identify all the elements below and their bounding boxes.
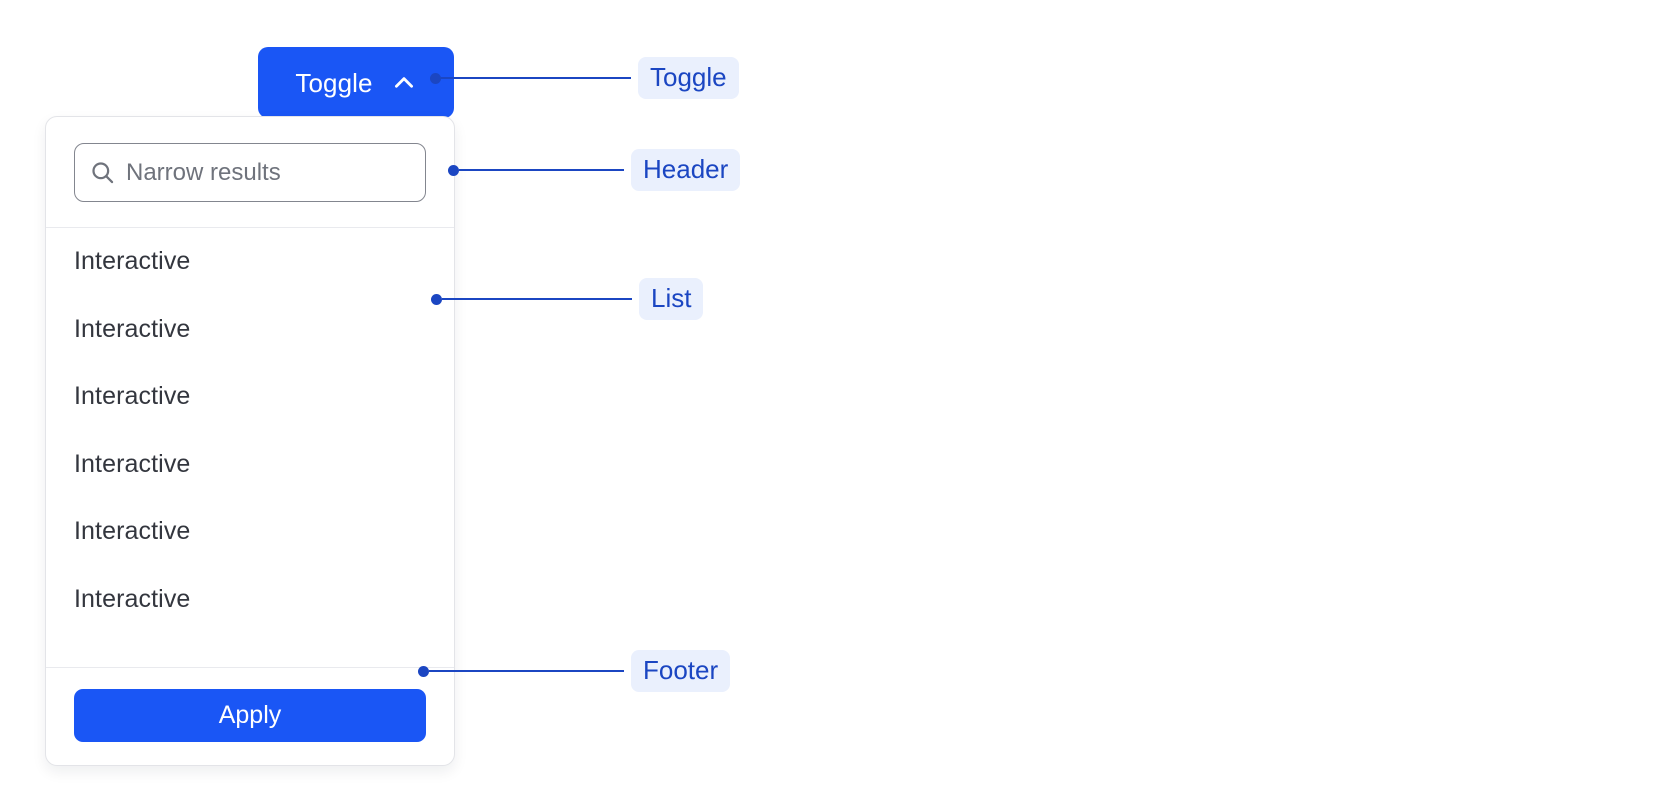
- list-item[interactable]: Interactive: [46, 228, 454, 296]
- chevron-up-icon: [391, 70, 417, 96]
- panel-list: Interactive Interactive Interactive Inte…: [46, 228, 454, 667]
- list-item[interactable]: Interactive: [46, 498, 454, 566]
- annotation-leader-line: [459, 168, 624, 172]
- toggle-button-label: Toggle: [295, 67, 373, 98]
- list-item-label: Interactive: [74, 247, 191, 276]
- annotation-label: Header: [631, 148, 741, 192]
- list-item-label: Interactive: [74, 584, 191, 613]
- search-field[interactable]: [74, 143, 426, 202]
- search-icon: [89, 159, 116, 186]
- annotation-leader-line: [441, 76, 631, 80]
- list-item[interactable]: Interactive: [46, 431, 454, 499]
- list-item[interactable]: Interactive: [46, 566, 454, 634]
- annotation-label: List: [639, 277, 704, 321]
- annotation-dot-icon: [431, 293, 442, 305]
- toggle-button[interactable]: Toggle: [258, 47, 454, 118]
- list-item-label: Interactive: [74, 382, 191, 411]
- annotation-leader-line: [442, 297, 632, 301]
- annotation-dot-icon: [448, 164, 459, 176]
- list-item-label: Interactive: [74, 517, 191, 546]
- panel-header: [46, 117, 454, 228]
- list-item[interactable]: Interactive: [46, 296, 454, 364]
- annotation-label: Footer: [631, 649, 731, 693]
- list-item-label: Interactive: [74, 449, 191, 478]
- dropdown-panel: Interactive Interactive Interactive Inte…: [45, 116, 455, 766]
- apply-button[interactable]: Apply: [74, 689, 426, 742]
- annotation-label: Toggle: [638, 56, 739, 100]
- annotation-leader-line: [429, 669, 624, 673]
- search-input[interactable]: [126, 158, 411, 187]
- panel-footer: Apply: [46, 667, 454, 765]
- annotation-dot-icon: [430, 72, 441, 84]
- apply-button-label: Apply: [218, 701, 282, 729]
- list-item-label: Interactive: [74, 314, 191, 343]
- annotation-dot-icon: [418, 665, 429, 677]
- list-item[interactable]: Interactive: [46, 363, 454, 431]
